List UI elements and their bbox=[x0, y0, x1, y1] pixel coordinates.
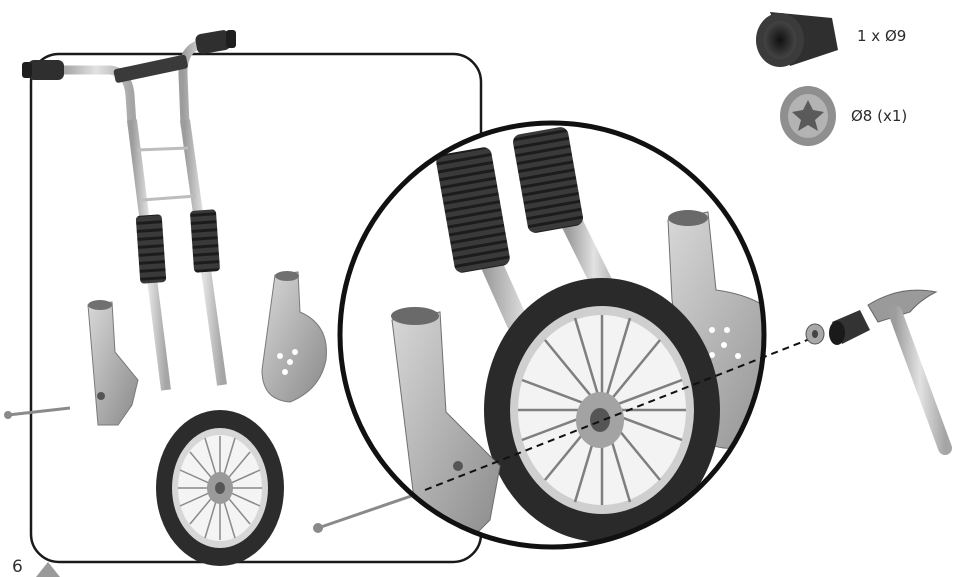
axle-rod-left bbox=[4, 406, 71, 419]
bushing-icon bbox=[756, 12, 838, 67]
hammer-icon bbox=[867, 289, 952, 455]
right-fork-leg bbox=[261, 271, 327, 403]
assembly-axis-line bbox=[424, 334, 821, 491]
zoom-detail bbox=[337, 120, 767, 550]
handlebar bbox=[22, 30, 236, 391]
bushing-quantity-label: 1 x Ø9 bbox=[857, 27, 907, 45]
page-number: 6 bbox=[12, 557, 23, 577]
brand-logo-icon bbox=[36, 562, 60, 577]
bushing-part bbox=[829, 310, 870, 345]
washer-quantity-label: Ø8 (x1) bbox=[851, 107, 908, 125]
axle-rod-bottom bbox=[313, 491, 421, 533]
front-wheel bbox=[156, 410, 284, 566]
left-fork-leg bbox=[87, 300, 139, 426]
star-washer-icon bbox=[780, 86, 836, 146]
washer-part bbox=[805, 323, 825, 345]
